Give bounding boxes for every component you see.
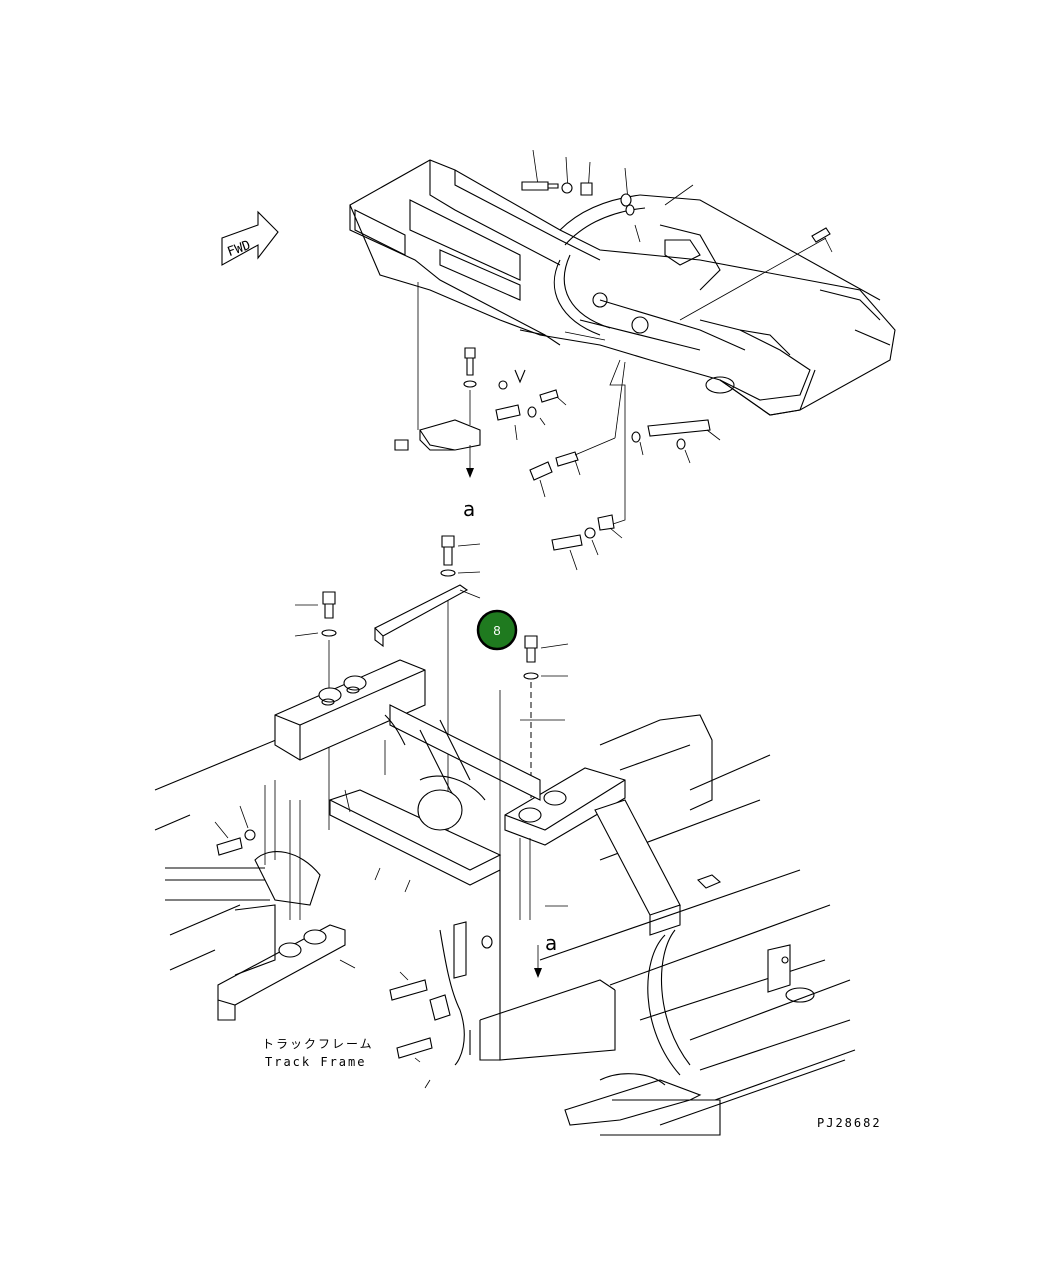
drawing-number: PJ28682	[817, 1116, 882, 1130]
reference-label-a-upper: a	[463, 497, 475, 521]
lower-hardware: a	[214, 719, 568, 1089]
callout-badge-number: 8	[493, 623, 500, 638]
callout-badge[interactable]: 8	[476, 609, 518, 651]
track-frame-jp: トラックフレーム	[262, 1037, 374, 1051]
middle-hardware	[294, 535, 569, 850]
lower-frame-assembly	[154, 659, 856, 1136]
track-frame-label: トラックフレーム Track Frame	[262, 1037, 374, 1069]
upper-hardware: a	[394, 181, 831, 571]
track-frame-en: Track Frame	[265, 1055, 366, 1069]
upper-frame-assembly	[349, 159, 896, 416]
reference-label-a-lower: a	[545, 931, 557, 955]
fwd-arrow-icon: FWD	[221, 210, 279, 266]
fwd-label: FWD	[225, 238, 252, 260]
